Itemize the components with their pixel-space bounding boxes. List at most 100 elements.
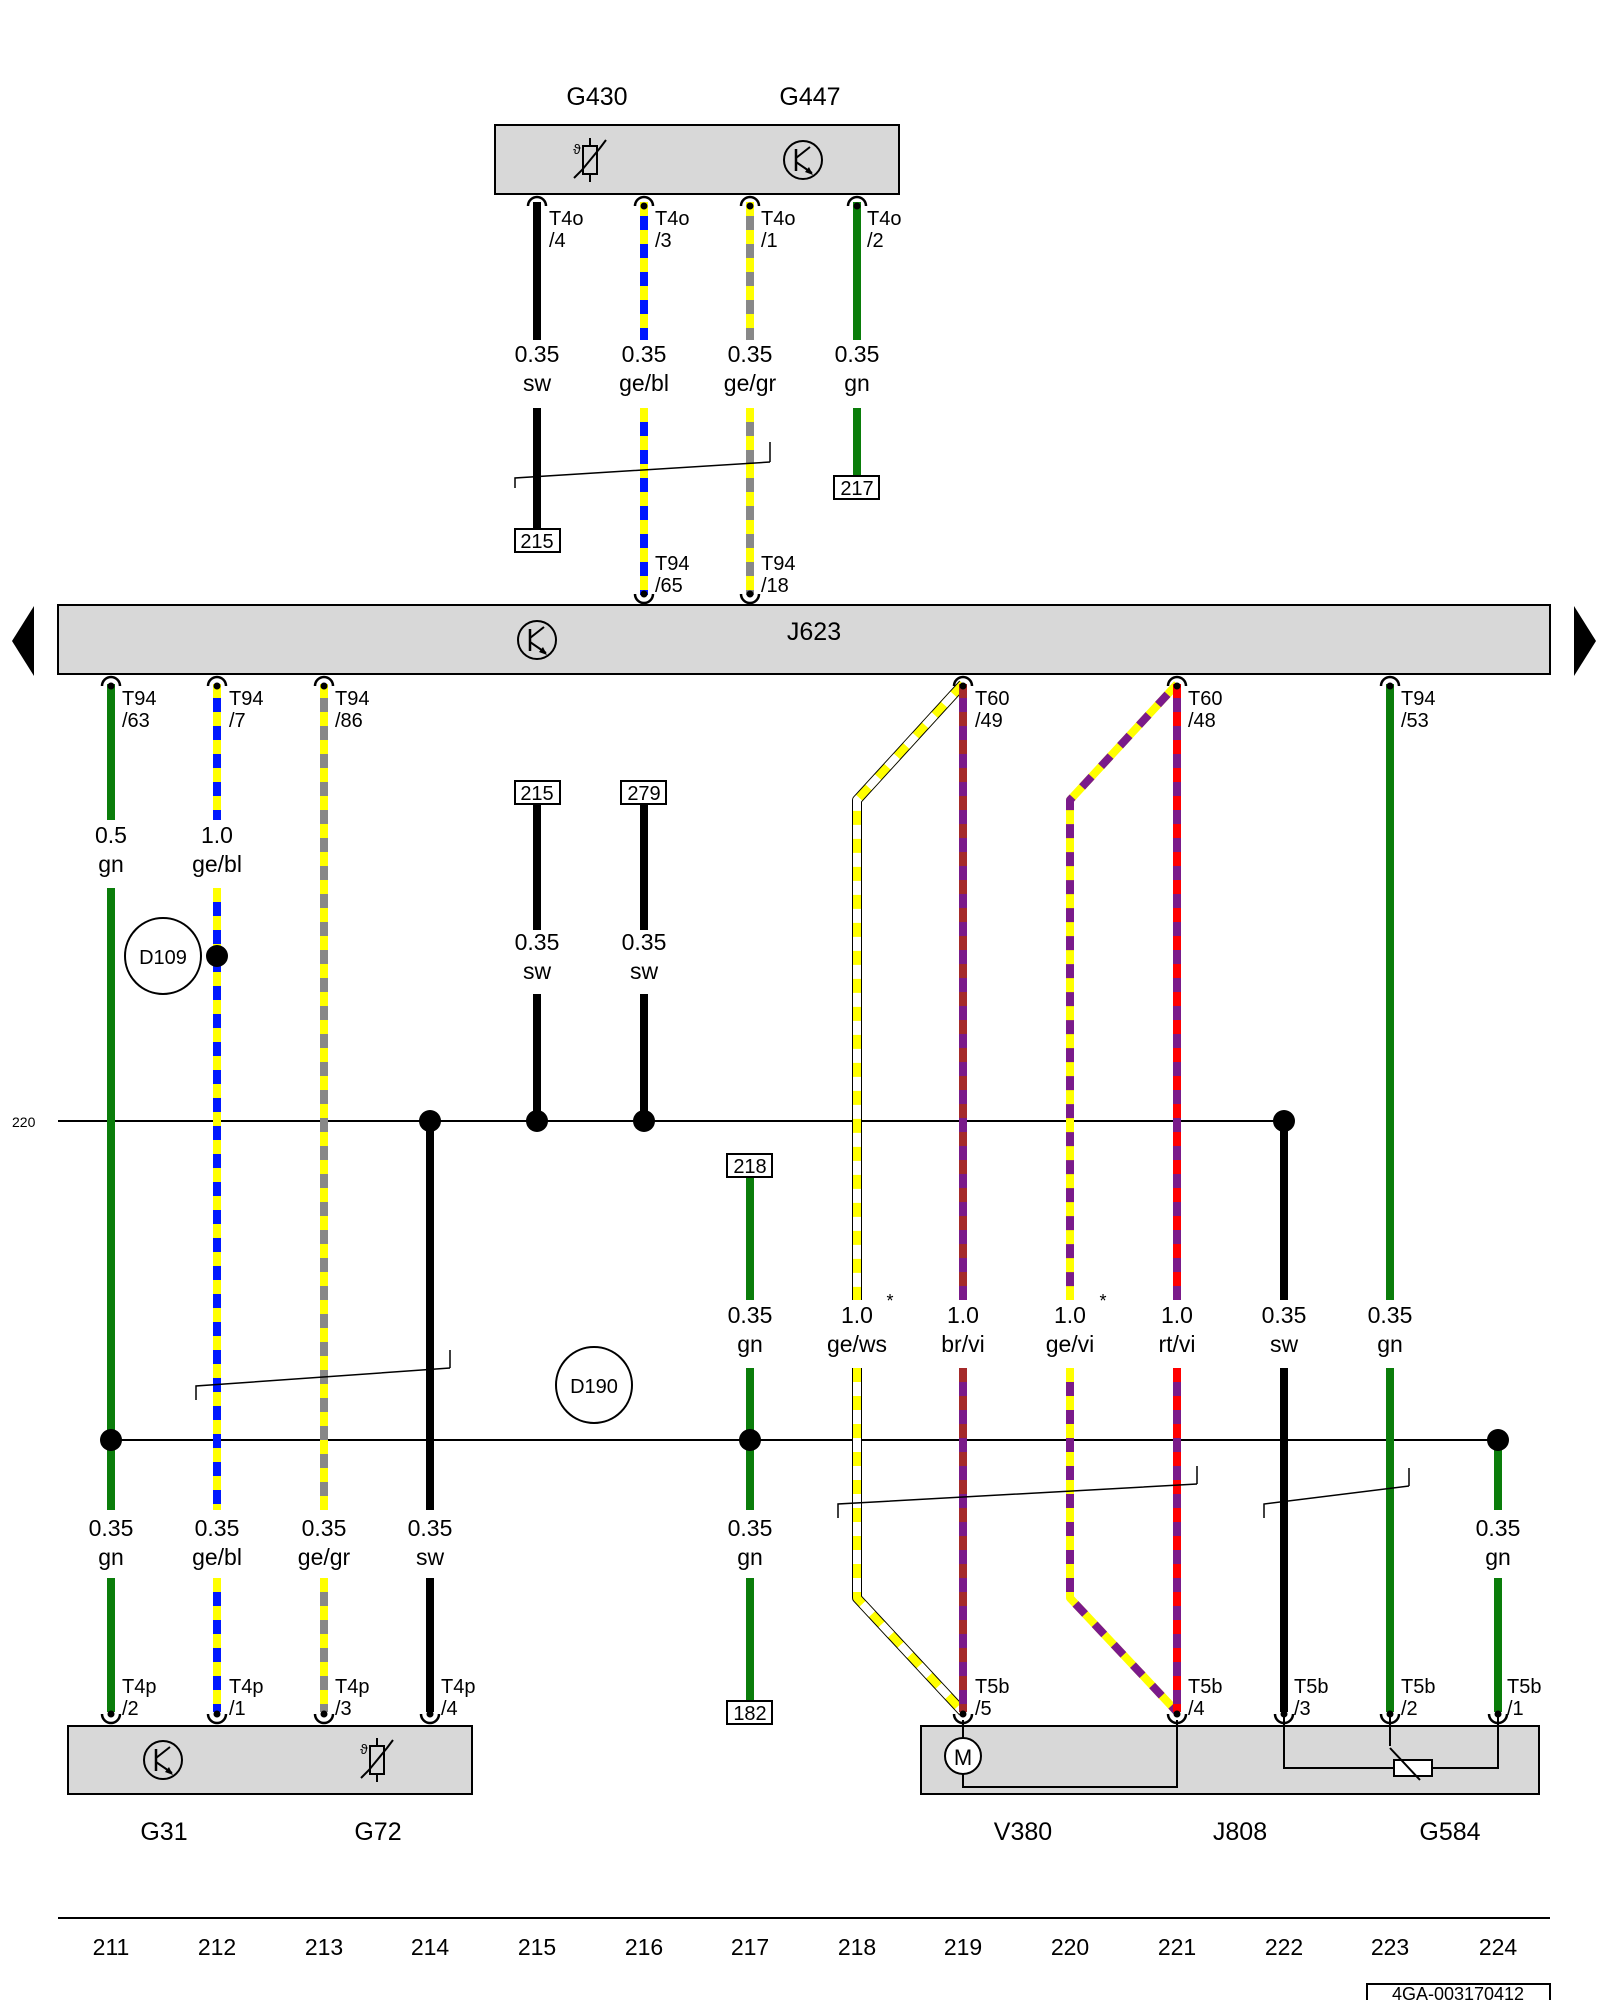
svg-text:0.35: 0.35 xyxy=(515,341,560,367)
svg-text:0.35: 0.35 xyxy=(1262,1302,1307,1328)
connector-pin-dot xyxy=(213,682,221,690)
connector-t94-18: T94/18 xyxy=(761,553,795,597)
column-number: 212 xyxy=(198,1934,236,1960)
column-number: 213 xyxy=(305,1934,343,1960)
connector-t4p-3: T4p/3 xyxy=(335,1676,369,1720)
connector-pin xyxy=(526,195,548,207)
wire-label: 0.5gn xyxy=(95,822,127,877)
svg-text:T94: T94 xyxy=(761,553,795,575)
svg-text:T60: T60 xyxy=(1188,688,1222,710)
svg-text:ge/bl: ge/bl xyxy=(192,1544,242,1570)
svg-text:/53: /53 xyxy=(1401,710,1429,732)
svg-text:218: 218 xyxy=(733,1156,766,1178)
svg-text:0.35: 0.35 xyxy=(1476,1515,1521,1541)
connector-pin-dot xyxy=(959,1710,967,1718)
reference-215: 215 xyxy=(514,528,561,553)
connector-t94-65: T94/65 xyxy=(655,553,689,597)
connector-pin xyxy=(313,675,335,687)
svg-text:T4o: T4o xyxy=(761,208,795,230)
connector-pin-dot xyxy=(853,202,861,210)
junction-dot xyxy=(206,945,228,967)
svg-text:gn: gn xyxy=(737,1331,763,1357)
junction-dot xyxy=(1273,1110,1295,1132)
connector-pin xyxy=(739,195,761,207)
svg-text:1.0: 1.0 xyxy=(1054,1302,1086,1328)
column-number: 223 xyxy=(1371,1934,1409,1960)
svg-text:/65: /65 xyxy=(655,575,683,597)
svg-text:T94: T94 xyxy=(229,688,263,710)
svg-text:rt/vi: rt/vi xyxy=(1158,1331,1195,1357)
connector-pin xyxy=(1273,1713,1295,1725)
svg-text:ge/gr: ge/gr xyxy=(724,370,777,396)
connector-t5b-3: T5b/3 xyxy=(1294,1676,1328,1720)
svg-text:1.0: 1.0 xyxy=(201,822,233,848)
svg-text:/4: /4 xyxy=(1188,1698,1205,1720)
hall-sensor-icon xyxy=(783,140,823,180)
twisted-pair-mark xyxy=(195,442,1410,1518)
connector-pin xyxy=(952,1713,974,1725)
component-j623: J623 xyxy=(787,618,841,646)
connector-t4p-4: T4p/4 xyxy=(441,1676,475,1720)
svg-text:ge/bl: ge/bl xyxy=(192,851,242,877)
svg-text:ge/ws: ge/ws xyxy=(827,1331,887,1357)
column-number: 215 xyxy=(518,1934,556,1960)
connector-pin-dot xyxy=(640,202,648,210)
connector-pin xyxy=(206,1713,228,1725)
connector-pin xyxy=(1166,1713,1188,1725)
wire xyxy=(853,1368,966,1715)
wire-label: 1.0 br/vi xyxy=(941,1302,984,1357)
svg-text:sw: sw xyxy=(1270,1331,1299,1357)
component-g447: G447 xyxy=(779,83,840,111)
junction-dot xyxy=(419,1110,441,1132)
svg-text:0.35: 0.35 xyxy=(728,341,773,367)
connector-t60-48: T60/48 xyxy=(1188,688,1222,732)
column-number: 216 xyxy=(625,1934,663,1960)
column-number: 222 xyxy=(1265,1934,1303,1960)
svg-text:T5b: T5b xyxy=(1294,1676,1328,1698)
column-number: 214 xyxy=(411,1934,450,1960)
connector-pin-dot xyxy=(959,682,967,690)
svg-text:1.0: 1.0 xyxy=(947,1302,979,1328)
wire-stripe xyxy=(1066,681,1180,1300)
column-number: 217 xyxy=(731,1934,769,1960)
connector-pin xyxy=(313,1713,335,1725)
svg-text:/2: /2 xyxy=(867,230,884,252)
connector-pin xyxy=(1379,1713,1401,1725)
connector-pin-dot xyxy=(1494,1710,1502,1718)
svg-text:/48: /48 xyxy=(1188,710,1216,732)
svg-text:/1: /1 xyxy=(1507,1698,1524,1720)
connector-pin-dot xyxy=(1386,682,1394,690)
column-number: 211 xyxy=(93,1934,130,1960)
wire-stripe xyxy=(853,1368,966,1715)
svg-text:0.35: 0.35 xyxy=(622,341,667,367)
connector-pin xyxy=(1166,675,1188,687)
svg-text:215: 215 xyxy=(520,783,553,805)
wire-label: 1.0 ge/ws xyxy=(827,1302,887,1357)
svg-text:br/vi: br/vi xyxy=(941,1331,984,1357)
connector-pin-dot xyxy=(746,202,754,210)
connector-t94-53: T94/53 xyxy=(1401,688,1435,732)
svg-text:gn: gn xyxy=(844,370,870,396)
component-v380: V380 xyxy=(994,1818,1052,1846)
connector-t5b-5: T5b/5 xyxy=(975,1676,1009,1720)
svg-text:/4: /4 xyxy=(441,1698,458,1720)
connector-t4p-1: T4p/1 xyxy=(229,1676,263,1720)
ground-point-d190: D190 xyxy=(555,1346,633,1424)
svg-text:ϑ: ϑ xyxy=(573,141,581,157)
connector-t4o-4: T4o/4 xyxy=(549,208,583,252)
svg-text:/86: /86 xyxy=(335,710,363,732)
component-g72: G72 xyxy=(354,1818,401,1846)
column-number: 220 xyxy=(1051,1934,1089,1960)
svg-text:/3: /3 xyxy=(335,1698,352,1720)
svg-text:1.0: 1.0 xyxy=(841,1302,873,1328)
wire-outline xyxy=(852,680,967,1300)
svg-text:ge/gr: ge/gr xyxy=(298,1544,351,1570)
v380-j808-g584-box xyxy=(920,1725,1540,1795)
wire-label: 0.35 sw xyxy=(1262,1302,1307,1357)
